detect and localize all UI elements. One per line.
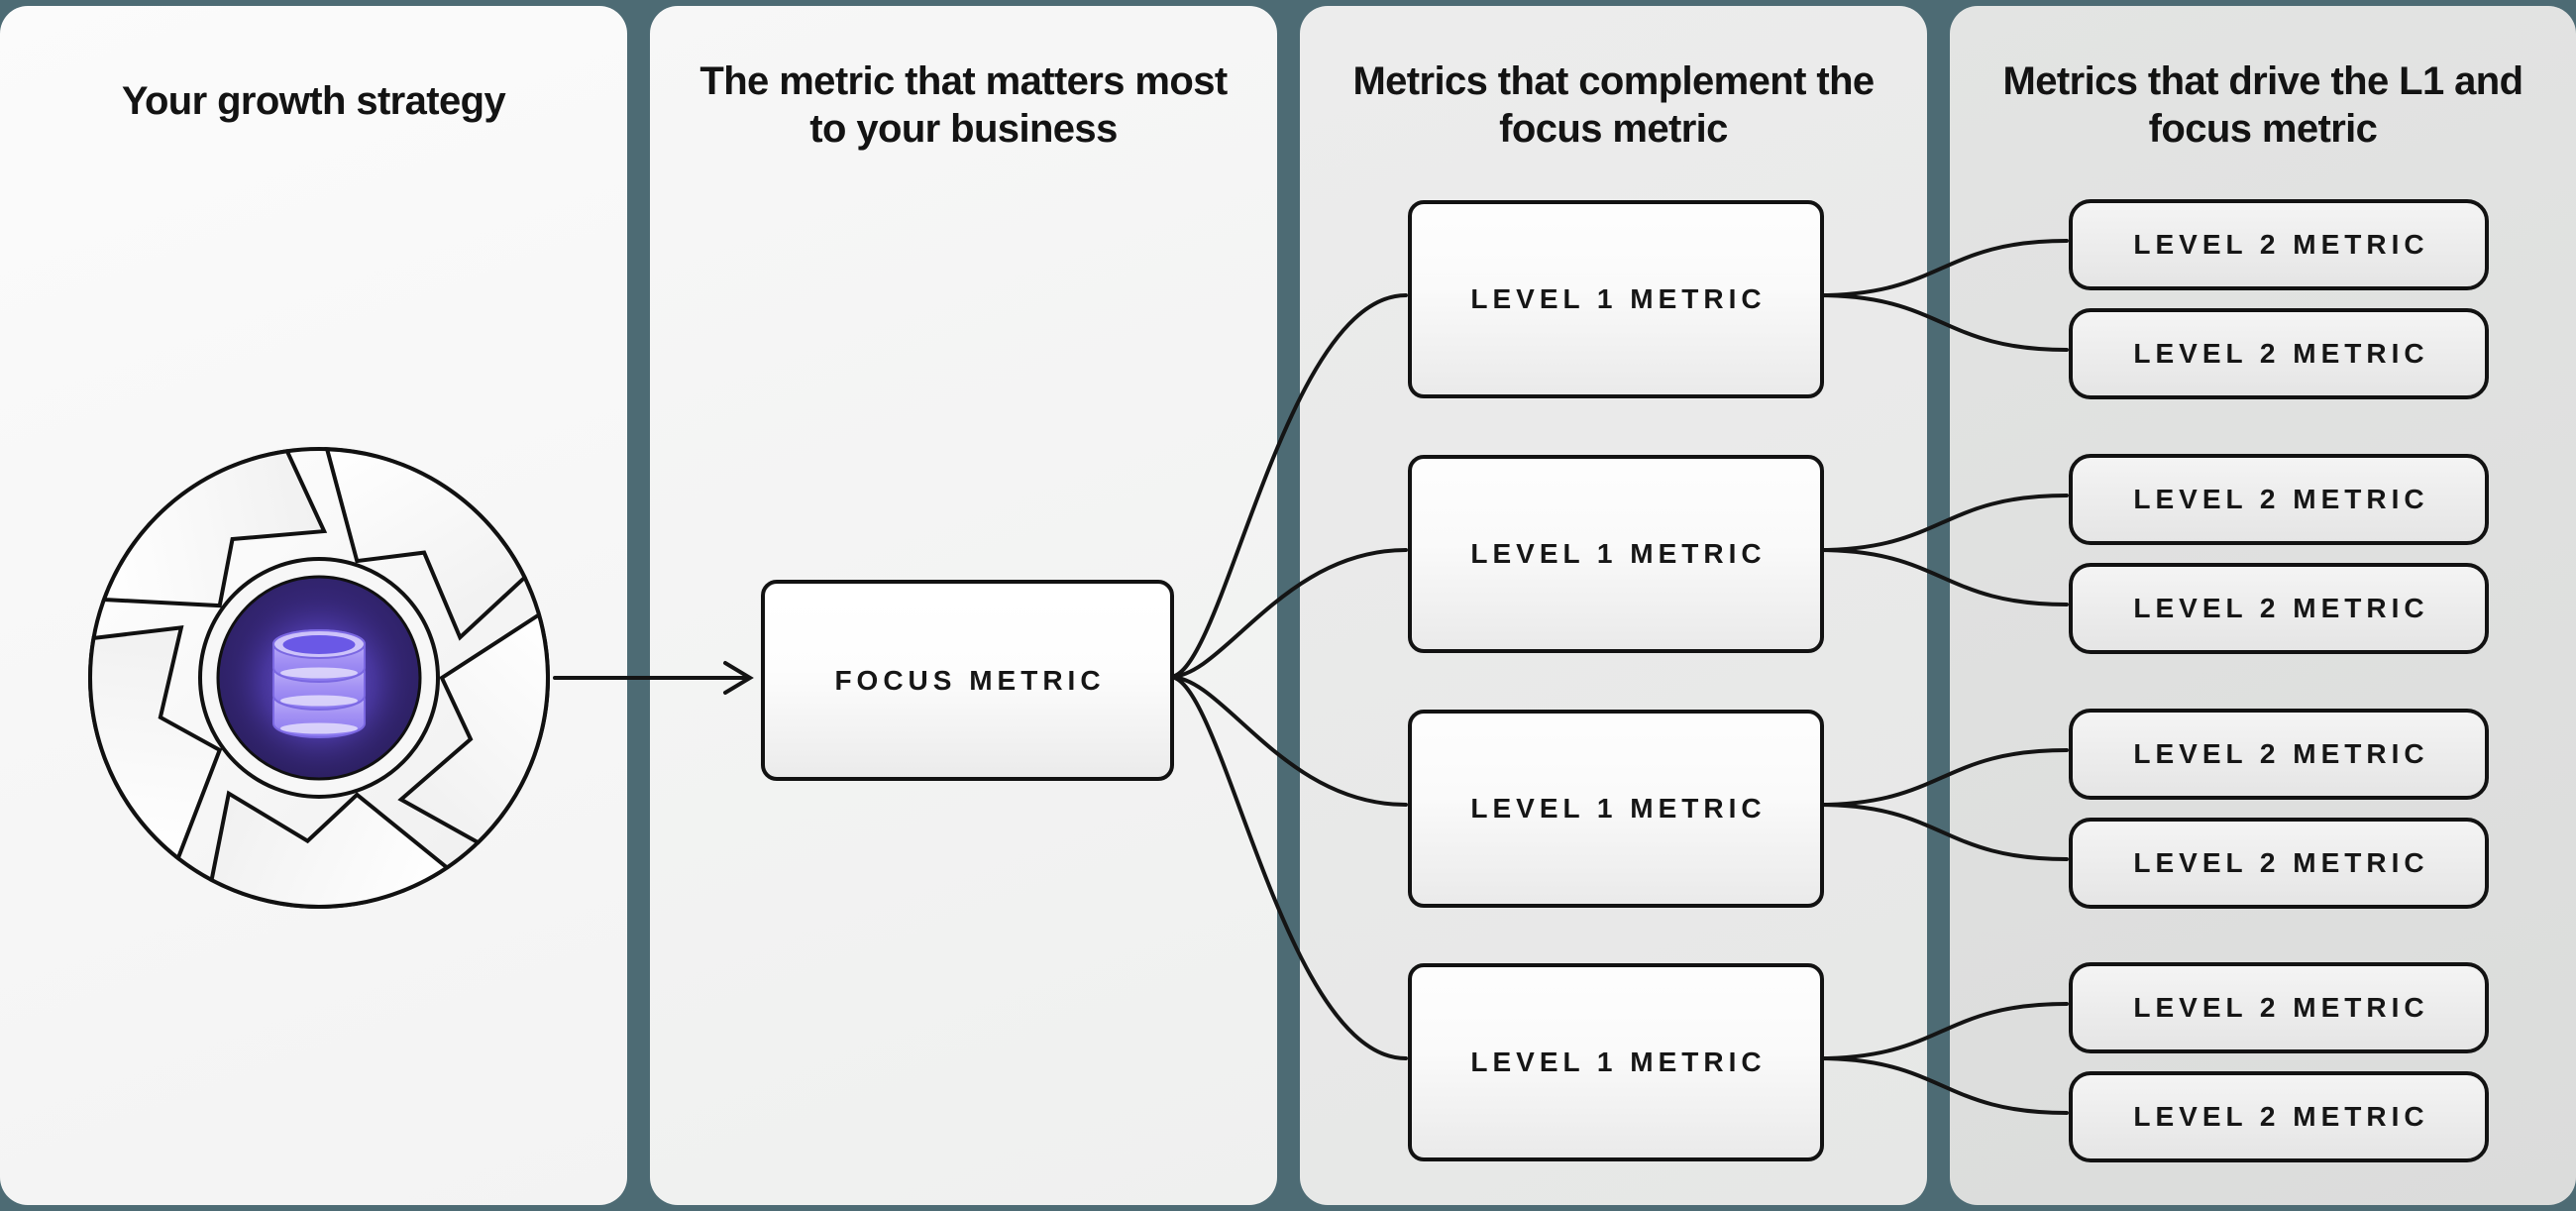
level1-metric-box: LEVEL 1 METRIC <box>1408 200 1824 398</box>
level2-metric-box: LEVEL 2 METRIC <box>2069 308 2489 399</box>
level2-metric-box: LEVEL 2 METRIC <box>2069 454 2489 545</box>
level2-metric-box: LEVEL 2 METRIC <box>2069 199 2489 290</box>
level1-metric-box: LEVEL 1 METRIC <box>1408 710 1824 908</box>
panel-title: Metrics that complement the focus metric <box>1352 59 1875 151</box>
panel-title: Metrics that drive the L1 and focus metr… <box>2002 59 2524 151</box>
level2-metric-box: LEVEL 2 METRIC <box>2069 962 2489 1053</box>
level1-metric-box: LEVEL 1 METRIC <box>1408 455 1824 653</box>
growth-flywheel-icon <box>85 444 553 912</box>
level1-metric-box: LEVEL 1 METRIC <box>1408 963 1824 1161</box>
database-icon <box>272 629 366 738</box>
level2-metric-box: LEVEL 2 METRIC <box>2069 1071 2489 1162</box>
panel-title: The metric that matters most to your bus… <box>699 59 1228 151</box>
focus-metric-box: FOCUS METRIC <box>761 580 1174 781</box>
level2-metric-box: LEVEL 2 METRIC <box>2069 818 2489 909</box>
level2-metric-box: LEVEL 2 METRIC <box>2069 563 2489 654</box>
panel-title: Your growth strategy <box>121 79 506 123</box>
level2-metric-box: LEVEL 2 METRIC <box>2069 709 2489 800</box>
